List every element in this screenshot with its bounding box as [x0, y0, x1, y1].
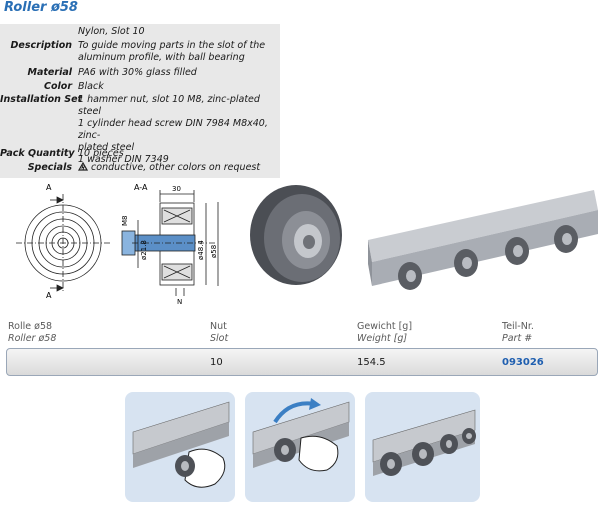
spec-key: Description	[10, 40, 72, 51]
spec-value: 10 pieces	[78, 148, 124, 159]
spec-value: conductive, other colors on request	[91, 162, 261, 173]
roller-photo	[250, 185, 342, 285]
spec-value-line: To guide moving parts in the slot of the	[78, 40, 266, 51]
cell-weight: 154.5	[357, 357, 386, 368]
cell-slot: 10	[210, 357, 223, 368]
step-1-panel	[125, 392, 235, 502]
front-view	[16, 194, 110, 292]
part-number-link[interactable]: 093026	[502, 357, 544, 368]
page-title: Roller ø58	[4, 0, 78, 15]
section-label-top: A	[46, 183, 52, 192]
spec-table: Nylon, Slot 10 Description To guide movi…	[0, 24, 280, 178]
step-3-panel	[365, 392, 480, 502]
table-row	[6, 348, 598, 376]
col-header-product: Rolle ø58 Roller ø58	[8, 321, 57, 344]
profile-photo	[368, 190, 598, 290]
section-view	[121, 190, 219, 296]
spec-key: Specials	[27, 162, 72, 173]
dim-m8: M8	[121, 216, 129, 227]
technical-drawing: A A A-A 30 M8 ø21.8 ø48.4 ø58 N	[16, 183, 598, 306]
mounting-steps-illustration	[125, 392, 480, 502]
spec-value-line: 1 washer DIN 7349	[78, 154, 169, 165]
spec-value: PA6 with 30% glass filled	[78, 67, 197, 78]
dim-n: N	[177, 298, 182, 306]
spec-value: Black	[78, 81, 104, 92]
spec-value-line: 1 cylinder head screw DIN 7984 M8x40, zi…	[78, 118, 268, 141]
spec-value-line: plated steel	[78, 142, 135, 153]
spec-key: Pack Quantity	[0, 148, 75, 159]
spec-key: Installation Set	[0, 94, 83, 105]
dim-58: ø58	[210, 245, 218, 258]
spec-value-line: aluminum profile, with ball bearing	[78, 52, 245, 63]
spec-key: Material	[27, 67, 72, 78]
col-header-part: Teil-Nr. Part #	[502, 321, 534, 344]
col-header-slot: Nut Slot	[210, 321, 229, 344]
dim-218: ø21.8	[140, 240, 148, 260]
col-header-weight: Gewicht [g] Weight [g]	[357, 321, 413, 344]
step-2-panel	[245, 392, 355, 502]
spec-value: Nylon, Slot 10	[78, 26, 145, 37]
dim-30: 30	[172, 185, 181, 193]
dim-484: ø48.4	[197, 240, 205, 260]
spec-value-line: 1 hammer nut, slot 10 M8, zinc-plated st…	[78, 94, 260, 117]
section-aa-label: A-A	[134, 183, 148, 192]
conductive-icon	[77, 161, 89, 171]
spec-key: Color	[44, 81, 72, 92]
section-label-bottom: A	[46, 291, 52, 300]
